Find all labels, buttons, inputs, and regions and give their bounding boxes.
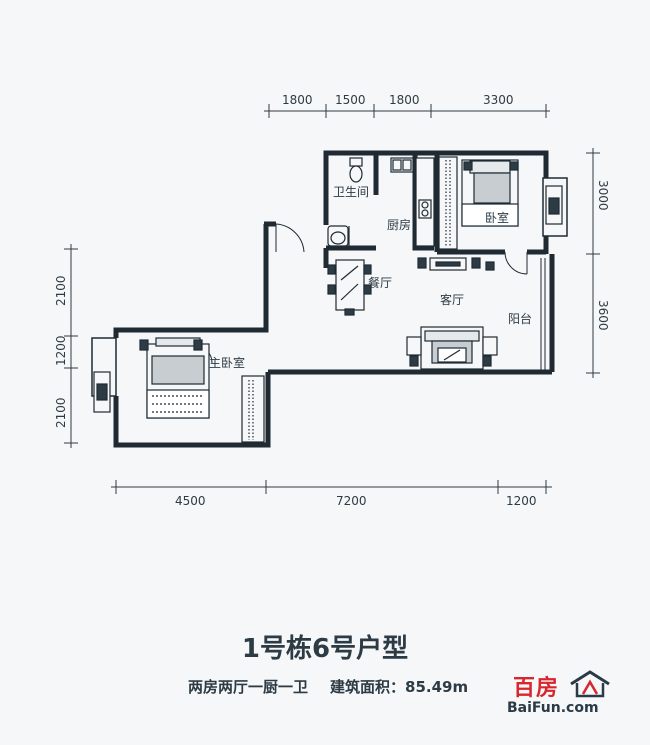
- room-labels: 卫生间 厨房 卧室 餐厅 客厅 阳台 主卧室: [209, 185, 532, 370]
- dim-top-3: 1800: [389, 93, 420, 107]
- house-icon: [570, 670, 610, 698]
- building-area: 建筑面积：85.49m: [330, 678, 469, 696]
- dim-top-1: 1800: [282, 93, 313, 107]
- dim-bottom-3: 1200: [506, 494, 537, 508]
- bathroom-fixtures: [327, 157, 363, 247]
- bedroom-furniture: [438, 156, 563, 250]
- balcony-rail: [540, 258, 546, 370]
- dim-top-4: 3300: [483, 93, 514, 107]
- logo-brand: 百房: [513, 676, 560, 701]
- page-title: 1号栋6号户型: [241, 634, 409, 664]
- dim-left-2: 1200: [54, 335, 68, 366]
- living-room-furniture: [406, 257, 498, 370]
- layout-summary: 两房两厅一厨一卫: [188, 678, 309, 696]
- dim-top-2: 1500: [335, 93, 366, 107]
- dining-set: [327, 259, 372, 316]
- kitchen-fixtures: [390, 157, 435, 247]
- room-living: 客厅: [440, 292, 464, 307]
- dim-right-1: 3000: [596, 180, 610, 211]
- dimension-lines: [64, 104, 600, 494]
- room-bedroom: 卧室: [485, 210, 509, 225]
- dim-bottom-2: 7200: [336, 494, 367, 508]
- dim-left-3: 2100: [54, 397, 68, 428]
- room-dining: 餐厅: [368, 275, 392, 290]
- watermark-logo: 百房 BaiFun.com: [503, 668, 643, 722]
- room-kitchen: 厨房: [387, 217, 411, 232]
- logo-url: BaiFun.com: [507, 700, 599, 716]
- room-master-bedroom: 主卧室: [209, 355, 245, 370]
- master-bedroom-furniture: [93, 337, 265, 443]
- subtitle: 两房两厅一厨一卫 建筑面积：85.49m: [188, 676, 468, 697]
- dim-bottom-1: 4500: [175, 494, 206, 508]
- dim-left-1: 2100: [54, 275, 68, 306]
- dimension-labels: 1800 1500 1800 3300 4500 7200 1200 2100 …: [54, 93, 610, 508]
- room-balcony: 阳台: [508, 311, 532, 326]
- room-bathroom: 卫生间: [333, 185, 369, 199]
- dim-right-2: 3600: [596, 300, 610, 331]
- walls: [113, 150, 555, 448]
